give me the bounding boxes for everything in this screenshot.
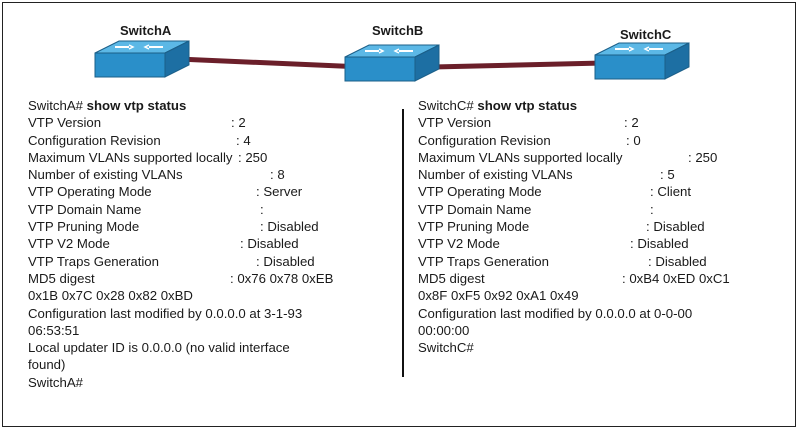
switch-c-prompt: SwitchC#	[418, 98, 474, 113]
switch-a-icon	[94, 40, 190, 78]
vtp-row: Number of existing VLANs: 5	[418, 167, 675, 183]
switch-c-end-prompt: SwitchC#	[418, 340, 474, 356]
switch-a-prompt: SwitchA#	[28, 98, 83, 113]
switch-b-label: SwitchB	[372, 23, 424, 38]
last-modified-time: 00:00:00	[418, 322, 470, 338]
vtp-row: Configuration Revision: 4	[28, 132, 251, 148]
vtp-row: VTP Traps Generation: Disabled	[28, 253, 315, 269]
switch-c-command-line: SwitchC# show vtp status	[418, 97, 788, 114]
vtp-row: VTP Operating Mode: Server	[28, 184, 303, 200]
vtp-row: VTP V2 Mode: Disabled	[28, 236, 299, 252]
vtp-row: Maximum VLANs supported locally: 250	[418, 149, 718, 165]
switch-c-command: show vtp status	[477, 98, 578, 113]
vtp-row: Number of existing VLANs: 8	[28, 167, 285, 183]
switch-a-output: SwitchA# show vtp status VTP Version: 2 …	[28, 97, 398, 391]
vtp-row: MD5 digest: 0xB4 0xED 0xC1	[418, 270, 730, 286]
last-modified-line: Configuration last modified by 0.0.0.0 a…	[28, 305, 303, 321]
vtp-row: VTP Domain Name:	[28, 201, 264, 217]
vtp-row: Maximum VLANs supported locally: 250	[28, 149, 268, 165]
switch-a-end-prompt: SwitchA#	[28, 374, 83, 390]
vtp-row: VTP Pruning Mode: Disabled	[28, 219, 319, 235]
column-divider	[402, 109, 404, 377]
md5-continuation: 0x8F 0xF5 0x92 0xA1 0x49	[418, 288, 579, 304]
local-updater-line: Local updater ID is 0.0.0.0 (no valid in…	[28, 340, 290, 356]
vtp-row: VTP Version: 2	[418, 115, 639, 131]
switch-a-label: SwitchA	[120, 23, 172, 38]
vtp-row: VTP Pruning Mode: Disabled	[418, 219, 705, 235]
switch-c-label: SwitchC	[620, 27, 672, 42]
vtp-row: MD5 digest: 0x76 0x78 0xEB	[28, 270, 334, 286]
vtp-row: VTP Traps Generation: Disabled	[418, 253, 707, 269]
link-b-c	[432, 60, 604, 70]
switch-a-command-line: SwitchA# show vtp status	[28, 97, 398, 114]
vtp-row: VTP Operating Mode: Client	[418, 184, 692, 200]
last-modified-time: 06:53:51	[28, 322, 80, 338]
link-a-b	[177, 56, 364, 70]
md5-continuation: 0x1B 0x7C 0x28 0x82 0xBD	[28, 288, 193, 304]
vtp-row: VTP V2 Mode: Disabled	[418, 236, 689, 252]
vtp-row: VTP Version: 2	[28, 115, 246, 131]
vtp-row: Configuration Revision: 0	[418, 132, 641, 148]
vtp-row: VTP Domain Name:	[418, 201, 654, 217]
switch-c-icon	[594, 42, 690, 80]
switch-b-icon	[344, 44, 440, 82]
switch-c-output: SwitchC# show vtp status VTP Version: 2 …	[418, 97, 788, 356]
local-updater-cont: found)	[28, 357, 66, 373]
diagram-frame: SwitchA SwitchB SwitchC SwitchA# show vt…	[2, 2, 796, 427]
last-modified-line: Configuration last modified by 0.0.0.0 a…	[418, 305, 693, 321]
switch-a-command: show vtp status	[86, 98, 187, 113]
topology-diagram	[94, 40, 690, 82]
